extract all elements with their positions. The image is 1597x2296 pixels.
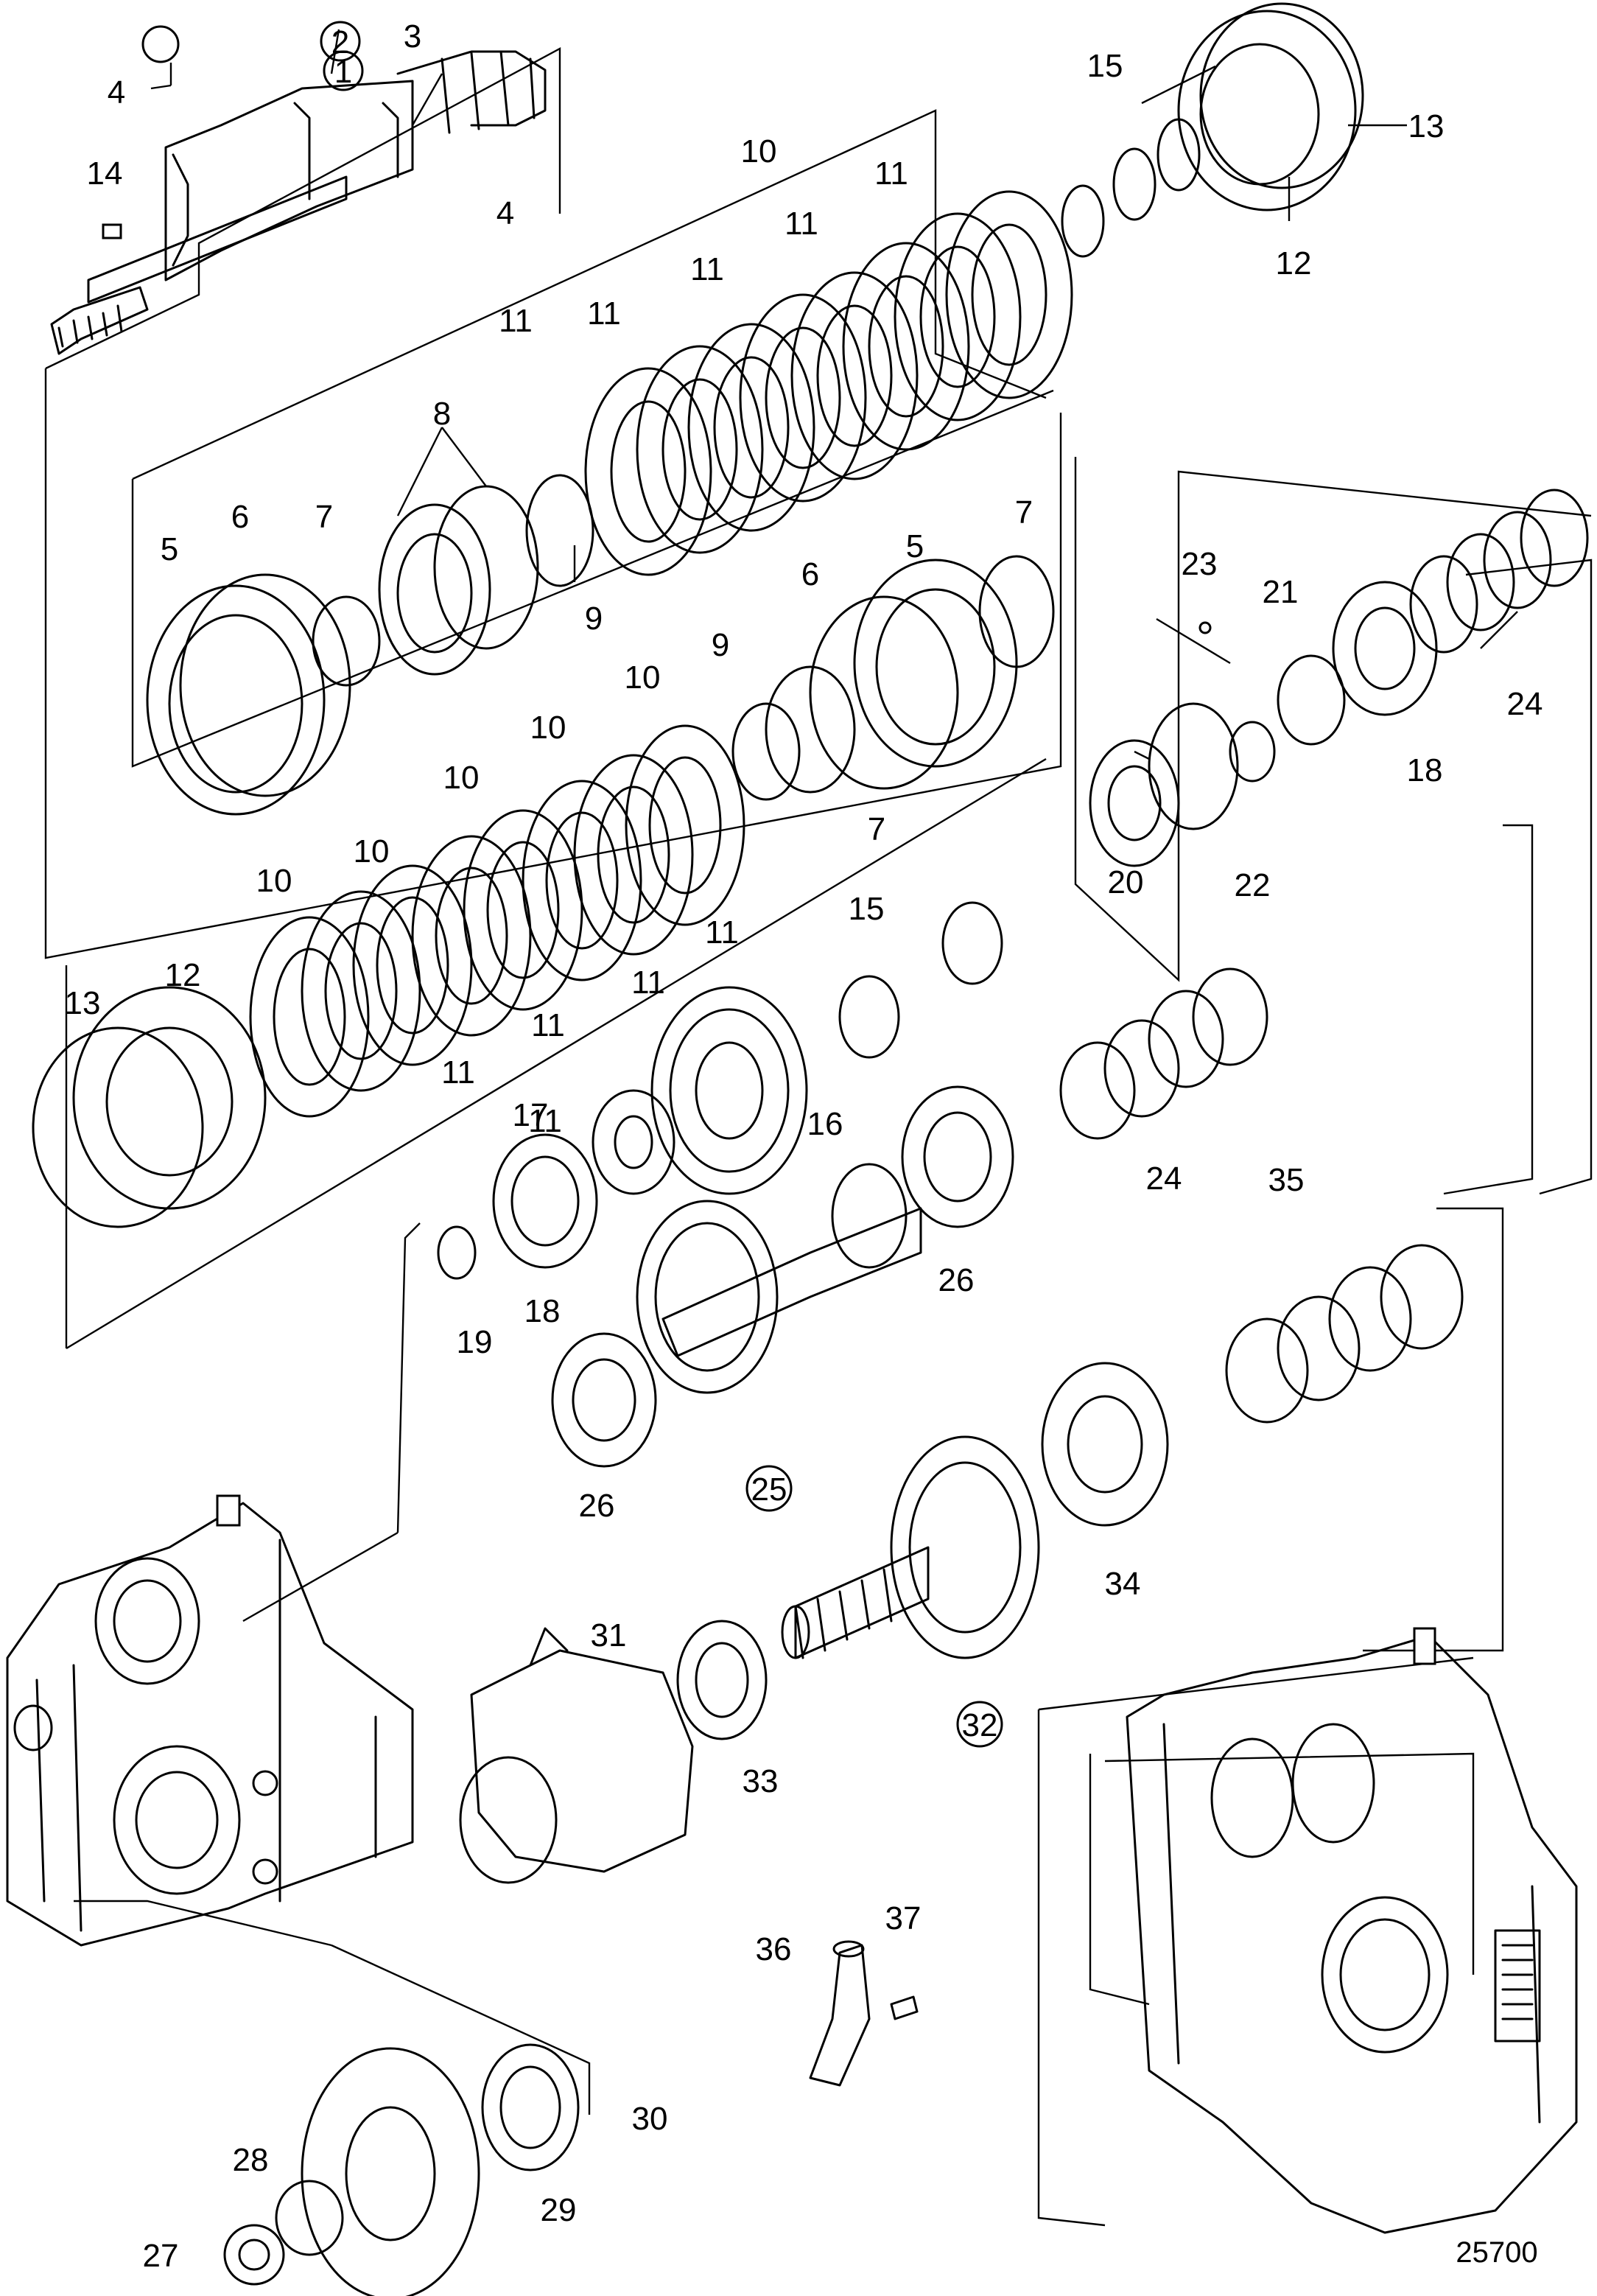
callout-leaders — [150, 29, 1518, 760]
callout-label: 9 — [585, 601, 603, 637]
upper-piston-assembly — [146, 474, 594, 816]
callout-label: 11 — [705, 914, 739, 951]
callout-label: 22 — [1235, 867, 1271, 903]
callout-label: 32 — [962, 1707, 998, 1743]
gearbox-housing-left — [6, 1494, 414, 1947]
callout-label: 11 — [441, 1054, 475, 1091]
callout-25-ring — [745, 1465, 793, 1512]
drawing-number: 25700 — [1456, 2236, 1537, 2269]
forward-clutch-plates — [584, 190, 1073, 576]
lower-piston-assembly — [731, 555, 1055, 801]
group-frames — [44, 46, 1593, 2227]
callout-label: 11 — [874, 155, 908, 192]
callout-label: 7 — [1015, 494, 1033, 531]
output-flange-group — [223, 2043, 580, 2296]
shaft-32-group — [676, 1244, 1464, 1740]
top-bearing-seal — [1061, 2, 1364, 258]
callout-label: 10 — [530, 710, 566, 746]
input-shaft-assembly — [50, 25, 547, 355]
callout-2-ring — [320, 21, 361, 62]
callout-label: 2 — [331, 24, 349, 60]
callout-label: 36 — [756, 1931, 792, 1967]
bearing-26-upper-group — [901, 967, 1268, 1228]
callout-label: 35 — [1268, 1162, 1305, 1198]
callout-label: 18 — [524, 1293, 561, 1329]
callout-label: 26 — [579, 1488, 615, 1524]
callout-label: 15 — [1087, 48, 1123, 84]
callout-label: 8 — [433, 396, 451, 432]
callout-label: 10 — [443, 760, 480, 796]
lower-seal-ring — [32, 986, 267, 1228]
callout-label: 6 — [231, 499, 249, 535]
callout-label: 5 — [906, 528, 924, 564]
callout-label: 24 — [1146, 1161, 1182, 1197]
oil-guide-31 — [459, 1627, 694, 1884]
callout-label: 12 — [165, 957, 201, 993]
gearbox-housing-right — [1126, 1627, 1578, 2234]
callout-label: 20 — [1108, 864, 1144, 900]
callout-label: 33 — [743, 1763, 779, 1799]
callout-label: 7 — [868, 811, 885, 847]
gear-16-group — [437, 986, 808, 1280]
callout-label: 3 — [404, 18, 421, 55]
callout-label: 13 — [1408, 108, 1445, 144]
callout-label: 10 — [741, 133, 777, 169]
callout-32-ring — [956, 1701, 1003, 1748]
callout-label: 29 — [541, 2192, 577, 2228]
callout-label: 4 — [108, 74, 125, 111]
callout-label: 9 — [712, 627, 729, 663]
mid-needle-bearings — [838, 901, 1003, 1059]
callout-label: 10 — [354, 833, 390, 869]
callout-1-ring — [323, 50, 364, 91]
callout-label: 16 — [807, 1106, 843, 1142]
callout-label: 30 — [632, 2101, 668, 2137]
callout-label: 10 — [256, 863, 292, 899]
callout-label: 6 — [801, 556, 819, 592]
callout-label: 11 — [631, 965, 665, 1001]
callout-label: 4 — [496, 195, 514, 231]
callout-label: 17 — [513, 1097, 549, 1133]
callout-label: 11 — [499, 303, 533, 339]
callout-label: 27 — [143, 2238, 179, 2274]
callout-label: 18 — [1407, 752, 1443, 788]
callout-label: 10 — [625, 659, 661, 696]
callout-label: 5 — [161, 531, 178, 567]
callout-label: 34 — [1105, 1566, 1141, 1602]
callout-label: 37 — [885, 1900, 922, 1936]
callout-label: 13 — [65, 985, 101, 1021]
callout-label: 15 — [849, 891, 885, 927]
callout-label: 24 — [1507, 686, 1543, 722]
callout-labels: 1 2 3 4 4 14 15 13 12 10 11 11 11 11 11 … — [65, 18, 1543, 2274]
callout-label: 25 — [751, 1471, 787, 1508]
callout-label: 26 — [938, 1262, 975, 1298]
callout-label: 11 — [690, 251, 724, 287]
shaft-25-group — [551, 1163, 922, 1468]
callout-label: 14 — [87, 155, 123, 192]
callout-label: 7 — [315, 499, 333, 535]
callout-label: 31 — [591, 1617, 627, 1653]
oil-pipe-36 — [809, 1940, 919, 2087]
reverse-clutch-plates — [249, 724, 745, 1118]
callout-label: 23 — [1182, 546, 1218, 582]
callout-label: 28 — [233, 2142, 269, 2178]
callout-label: 11 — [587, 295, 621, 332]
callout-label: 19 — [457, 1324, 493, 1360]
callout-label: 12 — [1276, 245, 1312, 281]
gear-20-group — [1089, 489, 1589, 867]
callout-label: 21 — [1263, 574, 1299, 610]
callout-label: 11 — [528, 1103, 562, 1139]
callout-label: 11 — [785, 206, 818, 242]
callout-label: 11 — [531, 1007, 565, 1043]
